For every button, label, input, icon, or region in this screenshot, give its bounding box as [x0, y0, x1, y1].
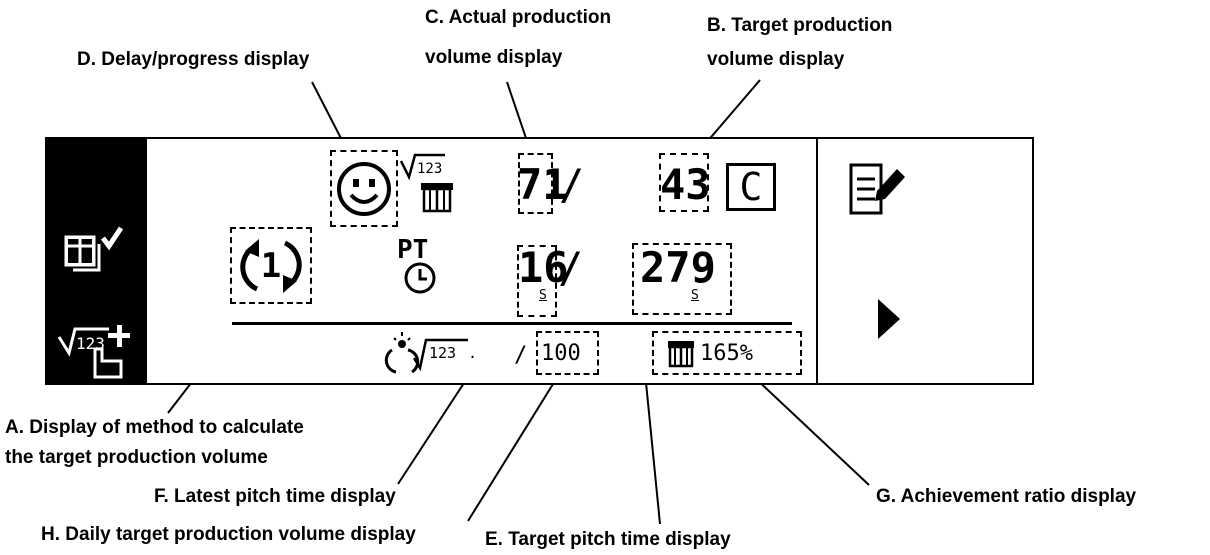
actual-production-box	[518, 153, 553, 214]
production-check-icon[interactable]	[53, 224, 125, 278]
daily-counter-suffix: .	[468, 344, 477, 362]
callout-h: H. Daily target production volume displa…	[41, 524, 416, 545]
callout-d: D. Delay/progress display	[77, 49, 310, 70]
latest-slash: /	[558, 243, 584, 292]
leader-h	[467, 375, 559, 522]
latest-pitch-time-box	[517, 245, 557, 317]
callout-b-line2: volume display	[707, 49, 845, 70]
smiley-face-icon	[334, 157, 394, 219]
target-pitch-time-value: 279	[640, 243, 716, 292]
clock-icon	[403, 261, 437, 295]
play-arrow-icon[interactable]	[874, 297, 904, 341]
target-pitch-unit: S	[691, 288, 699, 303]
daily-slash: /	[514, 343, 528, 368]
callout-c-line1: C. Actual production	[425, 7, 612, 28]
achievement-ratio-box	[652, 331, 802, 375]
daily-target-value: 100	[541, 341, 581, 366]
leader-g	[752, 375, 870, 486]
edit-document-icon[interactable]	[847, 161, 909, 217]
method-display-box	[230, 227, 312, 304]
callout-g: G. Achievement ratio display	[876, 486, 1137, 507]
callout-f: F. Latest pitch time display	[154, 486, 396, 507]
target-production-value: 43	[660, 160, 711, 209]
left-icon-bar: 123	[47, 139, 147, 383]
daily-target-box	[536, 331, 599, 375]
right-divider	[816, 139, 818, 383]
callout-a-line1: A. Display of method to calculate	[5, 417, 304, 438]
callout-a-line2: the target production volume	[5, 447, 268, 468]
callout-e: E. Target pitch time display	[485, 529, 731, 550]
baseline-rule	[232, 322, 792, 325]
target-pitch-time-box	[632, 243, 732, 315]
achievement-ratio-value: 165%	[700, 341, 753, 366]
callout-c-line2: volume display	[425, 47, 563, 68]
actual-production-value: 71	[517, 160, 568, 209]
delay-counter-label: 123	[417, 161, 442, 177]
daily-counter-label: 123	[429, 344, 456, 362]
method-number: 1	[261, 246, 281, 286]
mode-letter-icon: C	[726, 163, 776, 211]
counter-product-icon: 123	[399, 153, 461, 217]
production-display-panel: 123 123 71 / 43	[45, 137, 1034, 385]
mode-letter: C	[739, 165, 763, 209]
pitch-time-label: PT	[397, 235, 429, 265]
target-production-box	[659, 153, 709, 212]
circular-arrow-icon: 1	[237, 235, 305, 297]
delay-display-box	[330, 150, 398, 227]
latest-pitch-unit: S	[539, 288, 547, 303]
callout-b-line1: B. Target production	[707, 15, 893, 36]
actual-slash: /	[559, 160, 585, 209]
latest-pitch-time-value: 16	[518, 243, 569, 292]
gift-box-icon	[667, 338, 695, 368]
daily-counter-icon: 123 .	[382, 328, 500, 380]
counter-add-icon[interactable]: 123	[51, 317, 145, 383]
